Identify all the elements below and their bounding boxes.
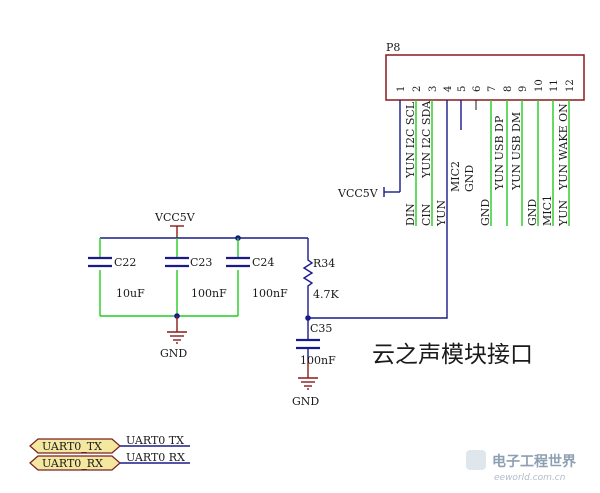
net-label-mic2: MIC2	[449, 161, 462, 192]
c23-value: 100nF	[191, 287, 227, 300]
net-label-yun-usb-dm: YUN USB DM	[510, 112, 523, 191]
uart-tx-net-label: UART0 TX	[126, 434, 184, 447]
cap-symbols	[88, 256, 320, 350]
net-label-mic1: MIC1	[541, 195, 554, 226]
connector-body	[385, 54, 585, 101]
c22-value: 10uF	[116, 287, 145, 300]
gnd-bottom-symbol	[298, 377, 318, 390]
uart-rx-port-label: UART0_RX	[42, 457, 103, 470]
watermark-cn: 电子工程世界	[492, 453, 577, 470]
r34-symbol	[302, 256, 314, 318]
net-label-yun-i2c-scl: YUN I2C SCL	[404, 101, 417, 179]
pin-number-5: 5	[457, 86, 468, 92]
gnd-left-symbol	[167, 316, 187, 344]
pin-number-12: 12	[565, 79, 576, 92]
net-label-yun-usb-dp: YUN USB DP	[493, 115, 506, 191]
vcc5v-right-label: VCC5V	[337, 187, 379, 200]
net-label-yun-i2c-sda: YUN I2C SDA	[420, 100, 433, 179]
net-label-yun-left: YUN	[435, 199, 448, 227]
r34-ref: R34	[313, 257, 335, 270]
net-label-yun-right: YUN	[557, 199, 570, 227]
c24-ref: C24	[252, 256, 274, 269]
c23-ref: C23	[190, 256, 212, 269]
net-label-yun-wake-on: YUN WAKE ON	[557, 103, 570, 191]
pin-number-2: 2	[412, 86, 423, 92]
gnd-bottom-label: GND	[292, 395, 319, 408]
r34-value: 4.7K	[313, 288, 339, 301]
vcc-rail	[100, 237, 309, 256]
c24-value: 100nF	[252, 287, 288, 300]
gnd-left-label: GND	[160, 347, 187, 360]
mic2-net	[308, 100, 462, 319]
vcc5v-top-symbol	[170, 225, 184, 238]
c35-value: 100nF	[300, 354, 336, 367]
net-label-cin: CIN	[420, 203, 433, 226]
net-labels: YUN I2C SCL YUN I2C SDA MIC2 GND YUN USB…	[404, 100, 570, 227]
connector-ref: P8	[386, 41, 400, 54]
pin-number-4: 4	[443, 86, 454, 92]
uart-wires	[120, 445, 190, 464]
net-label-gnd-right: GND	[526, 199, 539, 226]
pin-number-6: 6	[472, 86, 483, 92]
pin-number-7: 7	[487, 86, 498, 92]
green-nets	[415, 100, 570, 226]
pin-number-9: 9	[518, 86, 529, 92]
pin-number-8: 8	[503, 86, 514, 92]
vcc5v-right-symbol	[383, 100, 401, 197]
net-label-gnd-top: GND	[463, 165, 476, 192]
watermark: 电子工程世界 eeworld.com.cn	[466, 450, 577, 483]
pin-number-3: 3	[428, 86, 439, 92]
watermark-logo-icon	[466, 450, 486, 470]
uart-tx-port-label: UART0_TX	[42, 440, 102, 453]
uart-rx-net-label: UART0 RX	[126, 451, 185, 464]
c22-ref: C22	[114, 256, 136, 269]
diagram-title: 云之声模块接口	[372, 342, 533, 368]
watermark-en: eeworld.com.cn	[494, 473, 566, 483]
vcc5v-top-label: VCC5V	[154, 211, 196, 224]
net-label-gnd-mid: GND	[479, 199, 492, 226]
pin-number-10: 10	[534, 79, 545, 92]
pin-number-11: 11	[549, 79, 560, 92]
net-label-din: DIN	[404, 203, 417, 226]
c35-ref: C35	[310, 322, 332, 335]
cap-network	[99, 238, 239, 317]
pin-number-1: 1	[396, 86, 407, 92]
